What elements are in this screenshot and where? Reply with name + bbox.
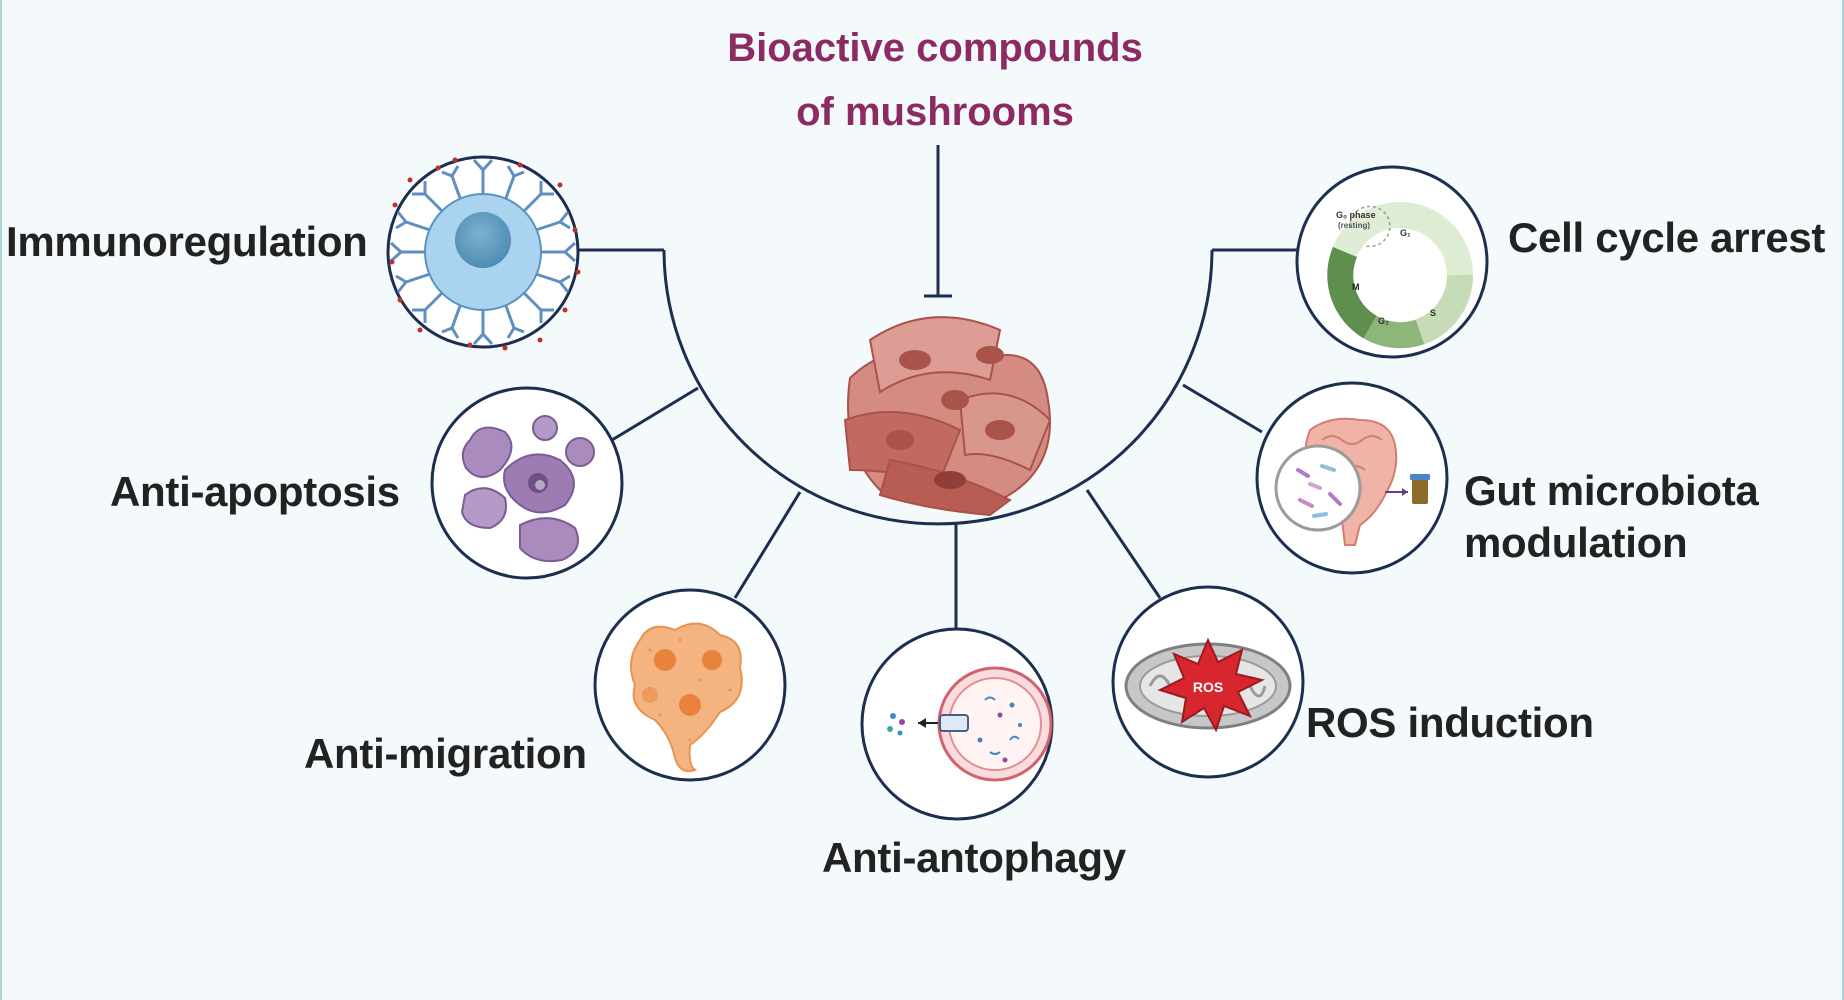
label-gut-microbiota: Gut microbiota modulation [1464, 465, 1759, 569]
title-line-2: of mushrooms [796, 90, 1074, 134]
title-line-1: Bioactive compounds [727, 26, 1143, 70]
connector-gut [1182, 383, 1263, 434]
central-arc [662, 249, 1214, 526]
tumor-cell-cluster-icon [843, 316, 1052, 517]
label-gut-microbiota-line-2: modulation [1464, 519, 1688, 566]
cell-cycle-icon: G₀ phase (resting) G₁ S G₂ M [1295, 165, 1489, 359]
connector-ros [1085, 489, 1162, 599]
ros-label: ROS [1193, 679, 1223, 695]
ros-burst-icon [1157, 637, 1265, 733]
inhibition-arrow [924, 145, 952, 298]
label-immunoregulation: Immunoregulation [6, 218, 368, 265]
connector-lines [578, 248, 1298, 630]
label-ros-induction: ROS induction [1306, 699, 1594, 746]
mitochondria-ros-icon: ROS [1111, 585, 1305, 779]
cell-cycle-g1-label: G₁ [1400, 228, 1411, 238]
connector-anti-migration [733, 491, 802, 599]
label-gut-microbiota-line-1: Gut microbiota [1464, 467, 1759, 514]
cell-cycle-g0-label: G₀ phase [1336, 210, 1376, 220]
connector-anti-apoptosis [611, 386, 699, 442]
diagram-title: Bioactive compounds of mushrooms [640, 16, 1230, 144]
cell-cycle-s-label: S [1430, 308, 1436, 318]
migrating-cells-icon [593, 588, 787, 782]
cell-cycle-g0-sublabel: (resting) [1338, 221, 1370, 230]
gut-microbiota-icon [1255, 381, 1449, 575]
autophagy-icon [860, 627, 1054, 821]
cell-cycle-g2-label: G₂ [1378, 316, 1389, 326]
label-cell-cycle-arrest: Cell cycle arrest [1508, 214, 1826, 261]
label-anti-apoptosis: Anti-apoptosis [110, 468, 400, 515]
immune-cell-icon [386, 155, 581, 351]
apoptotic-cell-icon [430, 386, 624, 580]
cell-cycle-m-label: M [1352, 282, 1360, 292]
label-anti-migration: Anti-migration [304, 730, 587, 777]
label-anti-autophagy: Anti-antophagy [822, 834, 1126, 881]
